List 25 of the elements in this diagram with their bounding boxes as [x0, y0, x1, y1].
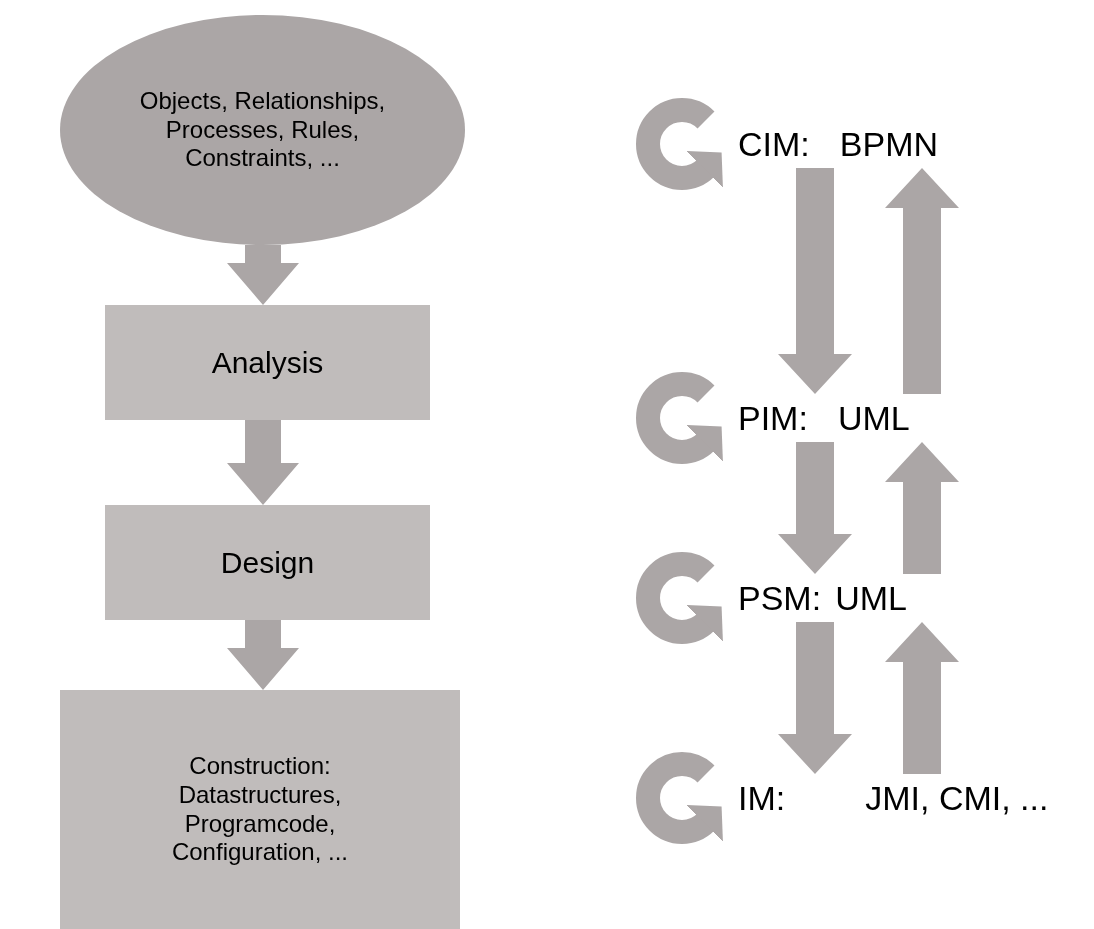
circular-arrow	[636, 98, 723, 190]
model-label: IM:	[738, 778, 786, 818]
model-label: UML	[837, 398, 910, 438]
block-arrow	[227, 620, 299, 690]
model-label: PSM:	[738, 578, 822, 618]
model-label: UML	[835, 578, 907, 618]
block-arrow	[885, 442, 959, 574]
block-arrow	[227, 245, 299, 305]
circular-arrow	[636, 752, 723, 844]
block-arrow	[778, 442, 852, 574]
block-arrow	[885, 622, 959, 774]
model-label: BPMN	[839, 124, 938, 164]
block-arrow	[778, 168, 852, 394]
block-arrow	[778, 622, 852, 774]
circular-arrow	[636, 552, 723, 644]
block-arrow	[885, 168, 959, 394]
block-arrow	[227, 420, 299, 505]
process-box: Construction: Datastructures, Programcode, Configuration, ...	[60, 690, 460, 929]
process-box: Analysis	[105, 305, 430, 420]
ellipse-label: Objects, Relationships, Processes, Rules, Constraints, ...	[138, 86, 387, 174]
model-label: CIM:	[738, 124, 810, 164]
model-label: PIM:	[738, 398, 808, 438]
process-box: Design	[105, 505, 430, 620]
model-label: JMI, CMI, ...	[865, 778, 1049, 818]
circular-arrow	[636, 372, 723, 464]
